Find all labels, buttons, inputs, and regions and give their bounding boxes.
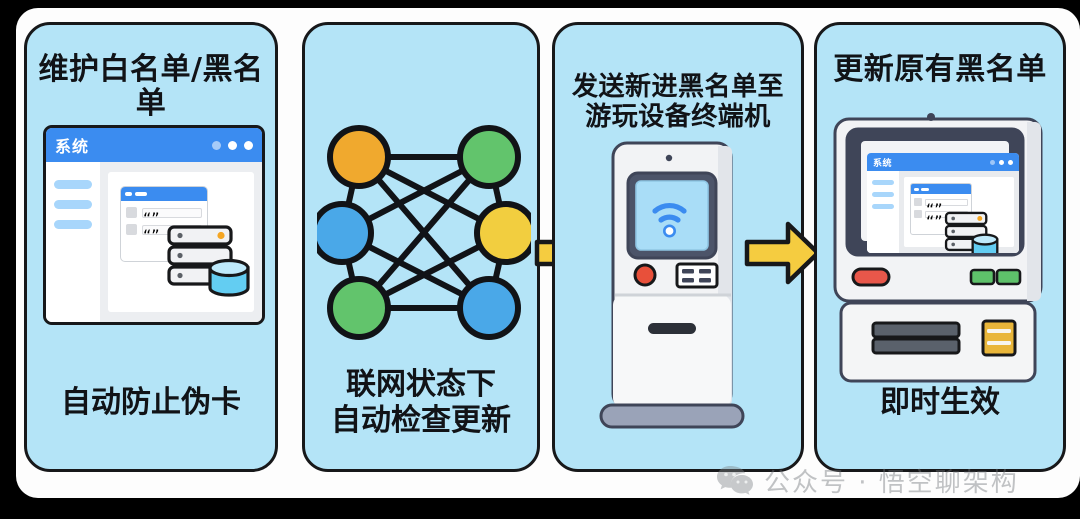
window-body bbox=[46, 162, 262, 322]
window-canvas bbox=[108, 172, 254, 312]
window-titlebar: 系统 bbox=[867, 153, 1019, 171]
dialog-titlebar bbox=[911, 184, 971, 194]
window-body bbox=[867, 171, 1019, 253]
sidebar-bar bbox=[872, 192, 894, 197]
dialog-titlebar bbox=[121, 187, 207, 201]
window-main bbox=[100, 162, 262, 322]
graph-node bbox=[457, 276, 521, 340]
inner-dialog bbox=[120, 186, 208, 262]
watermark-text: 公众号 · 悟空聊架构 bbox=[764, 468, 1019, 498]
graph-node bbox=[327, 276, 391, 340]
window-titlebar: 系统 bbox=[46, 128, 262, 162]
panel-caption: 即时生效 bbox=[880, 385, 1000, 420]
panel-title: 更新原有黑名单 bbox=[833, 52, 1047, 87]
panel-title: 发送新进黑名单至 游玩设备终端机 bbox=[571, 72, 784, 132]
graph-node bbox=[457, 125, 521, 189]
panel-caption: 联网状态下 自动检查更新 bbox=[331, 367, 511, 438]
panel-title: 维护白名单/黑名单 bbox=[38, 52, 264, 122]
arrow-right-icon bbox=[744, 221, 821, 285]
panel-caption: 自动防止伪卡 bbox=[61, 385, 241, 420]
watermark: 公众号 · 悟空聊架构 bbox=[716, 462, 1019, 499]
window-canvas bbox=[904, 177, 1014, 253]
window-main bbox=[899, 171, 1019, 253]
sidebar-bar bbox=[54, 200, 92, 209]
panel-update-blacklist: 更新原有黑名单 bbox=[814, 22, 1066, 472]
dialog-form-row bbox=[911, 194, 971, 206]
kiosk-terminal-icon bbox=[599, 141, 745, 429]
atm-screen-system-window: 系统 bbox=[867, 153, 1019, 253]
panel-network-check: 联网状态下 自动检查更新 bbox=[302, 22, 540, 472]
network-graph-icon bbox=[317, 125, 531, 340]
window-title: 系统 bbox=[55, 137, 90, 156]
window-dots-icon bbox=[212, 140, 253, 150]
window-sidebar bbox=[867, 171, 899, 253]
database-server-icon bbox=[944, 211, 999, 253]
wechat-icon bbox=[717, 465, 753, 495]
dialog-form-row bbox=[121, 201, 207, 218]
card-slot bbox=[648, 323, 696, 334]
graph-node bbox=[474, 201, 531, 265]
window-title: 系统 bbox=[873, 158, 893, 169]
window-sidebar bbox=[46, 162, 100, 322]
system-window: 系统 bbox=[43, 125, 265, 325]
sidebar-bar bbox=[54, 180, 92, 189]
graph-node bbox=[327, 125, 391, 189]
window-dots-icon bbox=[990, 159, 1013, 165]
panel-maintain-lists: 维护白名单/黑名单 系统 bbox=[24, 22, 278, 472]
database-server-icon bbox=[167, 225, 250, 297]
sidebar-bar bbox=[872, 204, 894, 209]
sidebar-bar bbox=[872, 180, 894, 185]
sidebar-bar bbox=[54, 220, 92, 229]
graph-node bbox=[317, 201, 374, 265]
